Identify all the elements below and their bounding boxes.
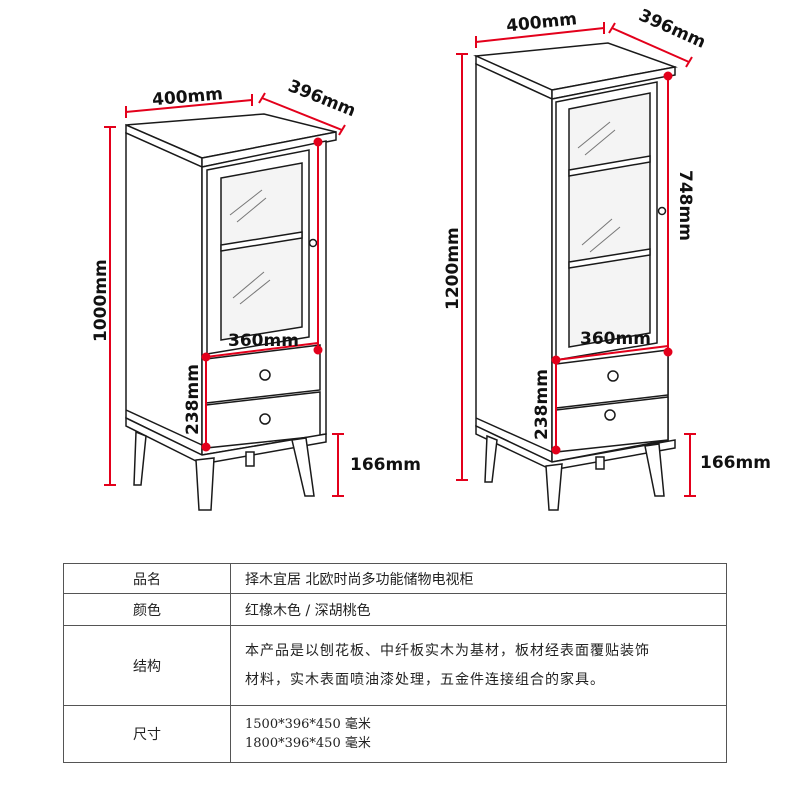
large-cabinet-leg-right: [644, 443, 665, 497]
large-cabinet-dimension-labels: 400mm 396mm 1200mm 748mm 360mm 238mm 166…: [443, 6, 771, 473]
small-cabinet-glass: [220, 162, 303, 341]
small-inner-width-label: 360mm: [228, 331, 299, 351]
small-cabinet-leg-right: [291, 437, 315, 497]
spec-row-structure: 结构 本产品是以刨花板、中纤板实木为基材，板材经表面覆贴装饰 材料，实木表面喷油…: [63, 625, 727, 706]
large-drawer-height-label: 238mm: [532, 369, 552, 440]
small-depth-label: 396mm: [285, 76, 358, 121]
spec-structure-value: 本产品是以刨花板、中纤板实木为基材，板材经表面覆贴装饰 材料，实木表面喷油漆处理…: [230, 625, 727, 706]
spec-structure-label: 结构: [63, 625, 231, 706]
small-cabinet-door-knob: [308, 238, 318, 248]
small-cabinet-leg-front: [195, 457, 215, 511]
spec-color-label: 颜色: [63, 593, 231, 626]
spec-size-line-1: 1500*396*450 毫米: [245, 717, 371, 732]
small-height-label: 1000mm: [91, 259, 111, 342]
spec-row-color: 颜色 红橡木色 / 深胡桃色: [63, 593, 727, 626]
small-width-label: 400mm: [151, 84, 223, 110]
small-drawer-height-label: 238mm: [183, 364, 203, 435]
spec-table: 品名 择木宜居 北欧时尚多功能储物电视柜 颜色 红橡木色 / 深胡桃色 结构 本…: [63, 563, 727, 763]
large-leg-height-label: 166mm: [700, 453, 771, 473]
small-cabinet-leg-mid: [245, 451, 255, 467]
small-cabinet-drawer-knob-1: [259, 369, 271, 381]
large-cabinet-dimensions: [456, 22, 696, 497]
spec-structure-line-2: 材料，实木表面喷油漆处理，五金件连接组合的家具。: [245, 671, 605, 688]
large-cabinet-drawer-knob-1: [607, 370, 619, 382]
spec-size-line-2: 1800*396*450 毫米: [245, 736, 371, 751]
spec-row-size: 尺寸 1500*396*450 毫米 1800*396*450 毫米: [63, 705, 727, 763]
large-cabinet-leg-mid: [595, 456, 605, 470]
spec-size-label: 尺寸: [63, 705, 231, 763]
large-cabinet-drawing: [473, 42, 678, 511]
large-inner-width-label: 360mm: [580, 329, 651, 349]
spec-row-name: 品名 择木宜居 北欧时尚多功能储物电视柜: [63, 563, 727, 594]
large-cabinet-leg-back: [484, 434, 498, 483]
large-glass-height-label: 748mm: [675, 170, 695, 241]
large-cabinet-door-knob: [657, 206, 667, 216]
large-cabinet-drawer-knob-2: [604, 409, 616, 421]
spec-structure-line-1: 本产品是以刨花板、中纤板实木为基材，板材经表面覆贴装饰: [245, 642, 650, 659]
small-cabinet-leg-back: [133, 430, 147, 486]
large-depth-label: 396mm: [636, 6, 709, 53]
large-height-label: 1200mm: [443, 227, 463, 310]
small-leg-height-label: 166mm: [350, 455, 421, 475]
spec-color-value: 红橡木色 / 深胡桃色: [230, 593, 727, 626]
small-cabinet-dimensions: [104, 92, 346, 497]
small-cabinet-drawing: [125, 113, 337, 511]
small-cabinet-drawer-knob-2: [259, 413, 271, 425]
spec-name-value: 择木宜居 北欧时尚多功能储物电视柜: [230, 563, 727, 594]
cabinet-dimension-diagram: 400mm 396mm 1000mm 548mm 360mm 238mm 166…: [91, 6, 771, 511]
spec-size-value: 1500*396*450 毫米 1800*396*450 毫米: [230, 705, 727, 763]
spec-name-label: 品名: [63, 563, 231, 594]
large-cabinet-glass: [568, 92, 651, 348]
large-cabinet-leg-front: [545, 463, 563, 511]
